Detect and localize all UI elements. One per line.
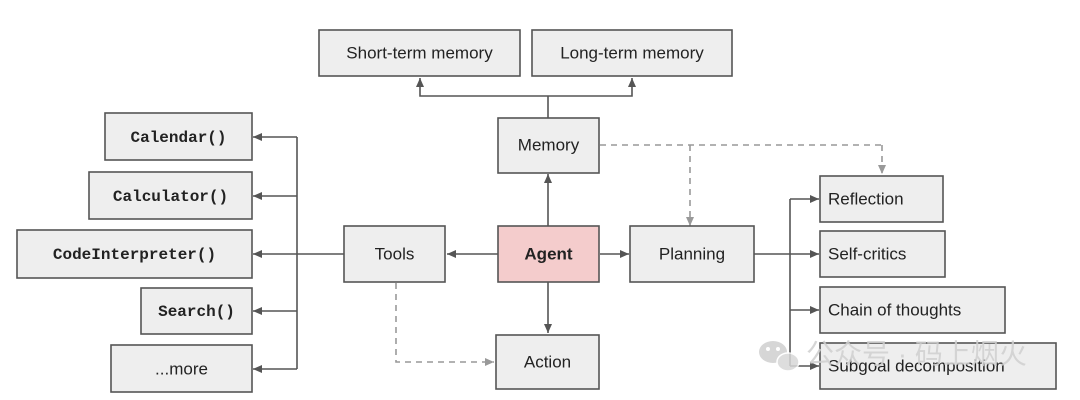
node-long-term-memory: Long-term memory: [531, 29, 733, 77]
node-short-term-memory-label: Short-term memory: [346, 43, 493, 62]
node-agent: Agent: [497, 225, 600, 283]
node-code-interpreter-label: CodeInterpreter(): [53, 246, 216, 264]
node-calendar-label: Calendar(): [130, 129, 226, 147]
node-tools: Tools: [343, 225, 446, 283]
node-subgoal-decomposition-label: Subgoal decomposition: [828, 356, 1005, 375]
edge-memory-short-term: [416, 78, 548, 97]
wechat-icon: [759, 341, 800, 372]
node-calendar: Calendar(): [104, 112, 253, 161]
node-planning: Planning: [629, 225, 755, 283]
node-search-label: Search(): [158, 303, 235, 321]
node-short-term-memory: Short-term memory: [318, 29, 521, 77]
node-long-term-memory-label: Long-term memory: [560, 43, 704, 62]
node-memory-label: Memory: [518, 135, 580, 154]
edge-tools-action: [395, 283, 494, 366]
node-self-critics-label: Self-critics: [828, 244, 906, 263]
node-action-label: Action: [524, 352, 571, 371]
node-code-interpreter: CodeInterpreter(): [16, 229, 253, 279]
node-search: Search(): [140, 287, 253, 335]
node-chain-of-thoughts: Chain of thoughts: [819, 286, 1006, 334]
node-reflection-label: Reflection: [828, 189, 904, 208]
edges: [253, 78, 886, 373]
node-action: Action: [495, 334, 600, 390]
edge-memory-long-term: [548, 78, 636, 97]
node-more-label: ...more: [155, 359, 208, 378]
node-calculator-label: Calculator(): [113, 188, 228, 206]
node-chain-of-thoughts-label: Chain of thoughts: [828, 300, 961, 319]
node-memory: Memory: [497, 117, 600, 174]
node-subgoal-decomposition: Subgoal decomposition: [819, 342, 1057, 390]
node-tools-label: Tools: [375, 244, 415, 263]
watermark-text: 公众号 · 码上烟火: [806, 338, 1027, 369]
node-agent-label: Agent: [524, 244, 573, 263]
node-more: ...more: [110, 344, 253, 393]
watermark: 公众号 · 码上烟火: [759, 338, 1027, 372]
node-reflection: Reflection: [819, 175, 944, 223]
node-self-critics: Self-critics: [819, 230, 946, 278]
node-planning-label: Planning: [659, 244, 725, 263]
node-calculator: Calculator(): [88, 171, 253, 220]
